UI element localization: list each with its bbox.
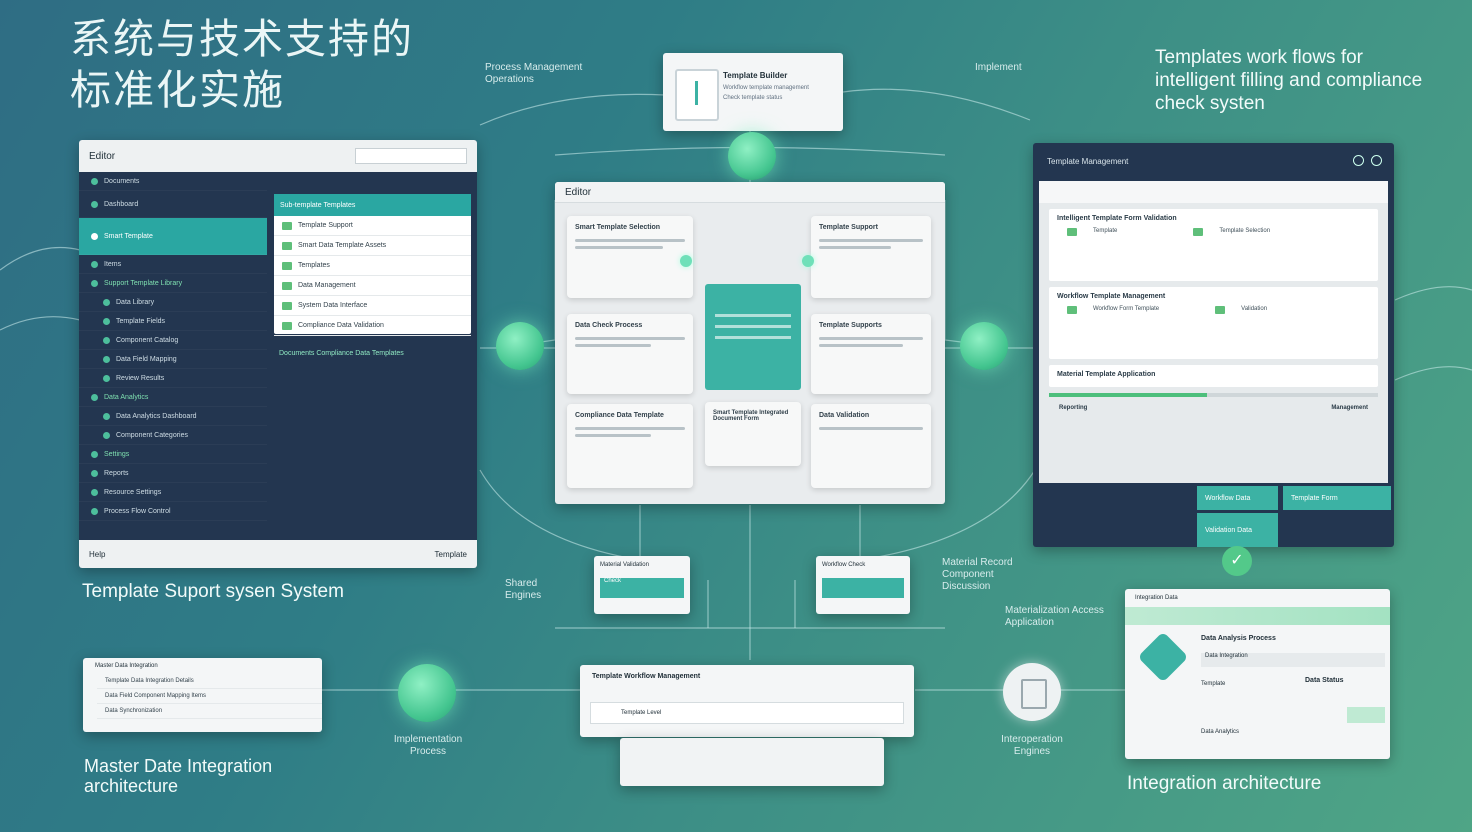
sidebar-item[interactable]: Data Analytics Dashboard xyxy=(79,407,267,426)
integration-circle xyxy=(1003,663,1061,721)
sub-window xyxy=(620,738,884,786)
sidebar-item[interactable]: Review Results xyxy=(79,369,267,388)
list-item[interactable]: Compliance Data Validation xyxy=(274,316,471,336)
component-label: Material Record Component Discussion xyxy=(942,557,1013,592)
wireframe-circle xyxy=(398,664,456,722)
template-card[interactable]: Compliance Data Template xyxy=(567,404,693,488)
check-icon: ✓ xyxy=(1222,546,1252,576)
right-node-circle xyxy=(960,322,1008,370)
master-data-heading: Master Date Integration architecture xyxy=(84,756,273,796)
template-card[interactable]: Data Check Process xyxy=(567,314,693,394)
section-card[interactable]: Intelligent Template Form Validation Tem… xyxy=(1049,209,1378,281)
process-node-circle xyxy=(728,132,776,180)
template-card[interactable]: Template Supports xyxy=(811,314,931,394)
table-row[interactable]: Template Data Integration Details xyxy=(97,674,322,689)
sidebar-item[interactable]: Template Fields xyxy=(79,312,267,331)
selected-template-card[interactable] xyxy=(705,284,801,390)
template-level-row[interactable]: Template Level xyxy=(590,702,904,724)
document-icon xyxy=(675,69,719,121)
table-row[interactable]: Data Synchronization xyxy=(97,704,322,719)
logo-icon xyxy=(1137,631,1189,683)
card-line: Workflow template management xyxy=(723,85,809,91)
window-footer: Help Template xyxy=(79,540,477,568)
content-area: Intelligent Template Form Validation Tem… xyxy=(1039,181,1388,483)
interoperation-label: Interoperation Engines xyxy=(1001,734,1063,757)
sidebar-item-active[interactable]: Smart Template xyxy=(79,218,267,255)
left-node-circle xyxy=(496,322,544,370)
implementation-label: Implementation Process xyxy=(393,734,463,757)
list-item[interactable]: Data Management xyxy=(274,276,471,296)
sidebar-item[interactable]: Dashboard xyxy=(79,191,267,218)
table-row[interactable]: Data Field Component Mapping Items xyxy=(97,689,322,704)
sidebar-item[interactable]: Documents xyxy=(79,172,267,191)
workflow-mini-window[interactable]: Workflow Check xyxy=(816,556,910,614)
connector-node xyxy=(680,255,692,267)
template-card[interactable]: Smart Template Selection xyxy=(567,216,693,298)
sidebar-item[interactable]: Component Categories xyxy=(79,426,267,445)
template-list-card[interactable]: Sub-template Templates Template Support … xyxy=(274,194,471,336)
section-card[interactable]: Material Template Application xyxy=(1049,365,1378,387)
document-icon xyxy=(1021,679,1047,709)
sidebar-item[interactable]: Data Library xyxy=(79,293,267,312)
sidebar-item[interactable]: Items xyxy=(79,255,267,274)
template-editor-window[interactable]: Editor Documents Dashboard Smart Templat… xyxy=(79,140,477,568)
right-top-heading: Templates work flows for intelligent fil… xyxy=(1155,47,1423,114)
footer-label: Template xyxy=(434,549,467,559)
shared-engines-label: Shared Engines xyxy=(505,578,542,601)
implement-label: Implement xyxy=(975,62,1022,73)
template-card[interactable]: Data Validation xyxy=(811,404,931,488)
validation-mini-window[interactable]: Material Validation Check xyxy=(594,556,690,614)
template-builder-card[interactable]: Template Builder Workflow template manag… xyxy=(663,53,843,131)
sidebar-item[interactable]: Data Field Mapping xyxy=(79,350,267,369)
transfer-label: Materialization Access Application xyxy=(1005,605,1104,628)
center-titlebar: Editor xyxy=(555,182,945,203)
list-item[interactable]: Template Support xyxy=(274,216,471,236)
help-link[interactable]: Help xyxy=(89,549,106,559)
chinese-title: 系统与技术支持的 标准化实施 xyxy=(70,15,414,114)
bottom-note: Documents Compliance Data Templates xyxy=(279,350,404,357)
card-header: Sub-template Templates xyxy=(274,194,471,216)
window-title: Template Management xyxy=(1047,157,1129,166)
center-editor-window[interactable]: Editor Smart Template Selection Template… xyxy=(555,182,945,504)
sidebar-item[interactable]: Resource Settings xyxy=(79,483,267,502)
window-title: Editor xyxy=(89,150,116,162)
search-input[interactable] xyxy=(355,148,467,164)
sidebar-item[interactable]: Support Template Library xyxy=(79,274,267,293)
validation-button[interactable]: Validation Data xyxy=(1197,513,1278,547)
workflow-management-window[interactable]: Template Workflow Management Template Le… xyxy=(580,665,914,737)
settings-icon[interactable] xyxy=(1353,155,1364,166)
list-item[interactable]: Smart Data Template Assets xyxy=(274,236,471,256)
process-label: Process Management Operations xyxy=(485,62,583,85)
list-item[interactable]: Templates xyxy=(274,256,471,276)
center-title: Editor xyxy=(565,186,592,198)
card-title: Template Builder xyxy=(723,71,788,80)
sidebar-item[interactable]: Component Catalog xyxy=(79,331,267,350)
window-titlebar: Editor xyxy=(79,140,477,173)
integration-heading: Integration architecture xyxy=(1127,773,1322,794)
connector-node xyxy=(802,255,814,267)
template-support-heading: Template Suport sysen System xyxy=(82,581,344,602)
workflow-button[interactable]: Workflow Data xyxy=(1197,486,1278,510)
integrated-form-card[interactable]: Smart Template Integrated Document Form xyxy=(705,402,801,466)
template-card[interactable]: Template Support xyxy=(811,216,931,298)
template-form-button[interactable]: Template Form xyxy=(1283,486,1391,510)
progress-bar xyxy=(1049,393,1378,397)
sidebar: Documents Dashboard Smart Template Items… xyxy=(79,172,267,540)
sidebar-item[interactable]: Settings xyxy=(79,445,267,464)
sidebar-item[interactable]: Reports xyxy=(79,464,267,483)
list-item[interactable]: System Data Interface xyxy=(274,296,471,316)
card-line: Check template status xyxy=(723,95,783,101)
section-card[interactable]: Workflow Template Management Workflow Fo… xyxy=(1049,287,1378,359)
sidebar-item[interactable]: Data Analytics xyxy=(79,388,267,407)
master-data-window[interactable]: Master Data Integration Template Data In… xyxy=(83,658,322,732)
sidebar-item[interactable]: Process Flow Control xyxy=(79,502,267,521)
integration-window[interactable]: Integration Data Data Analysis Process D… xyxy=(1125,589,1390,759)
template-management-window[interactable]: Template Management Intelligent Template… xyxy=(1033,143,1394,547)
close-icon[interactable] xyxy=(1371,155,1382,166)
